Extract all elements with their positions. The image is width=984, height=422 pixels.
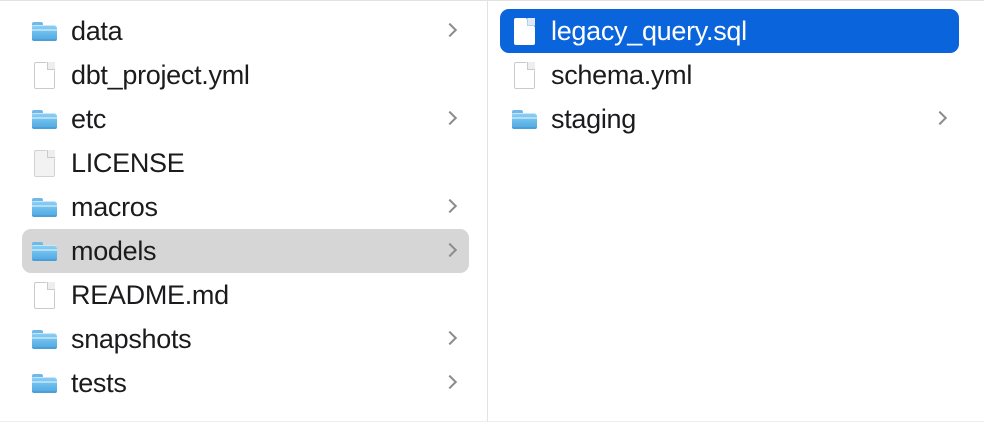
- chevron-right-icon[interactable]: [443, 196, 457, 218]
- row-icon: [31, 280, 58, 310]
- chevron-right-icon[interactable]: [933, 108, 947, 130]
- file-row-license[interactable]: LICENSE: [22, 141, 469, 185]
- file-row-macros[interactable]: macros: [22, 185, 469, 229]
- file-name-label: tests: [71, 368, 127, 398]
- row-icon: [511, 60, 538, 90]
- file-name-label: snapshots: [71, 324, 192, 354]
- row-icon: [31, 324, 58, 354]
- file-name-label: LICENSE: [71, 148, 185, 178]
- file-name-label: data: [71, 16, 123, 46]
- row-icon: [511, 104, 538, 134]
- file-name-label: macros: [71, 192, 158, 222]
- folder-icon: [32, 198, 57, 217]
- folder-icon: [32, 374, 57, 393]
- row-icon: [31, 60, 58, 90]
- chevron-placeholder: [443, 152, 457, 174]
- row-icon: [31, 148, 58, 178]
- file-name-label: staging: [551, 104, 636, 134]
- row-icon: [31, 104, 58, 134]
- file-browser-column-child: legacy_query.sql schema.yml staging: [488, 1, 983, 421]
- file-row-dbt-project-yml[interactable]: dbt_project.yml: [22, 53, 469, 97]
- file-row-readme-md[interactable]: README.md: [22, 273, 469, 317]
- file-row-legacy-query-sql[interactable]: legacy_query.sql: [500, 9, 959, 53]
- row-icon: [31, 236, 58, 266]
- chevron-placeholder: [443, 64, 457, 86]
- file-row-staging[interactable]: staging: [500, 97, 959, 141]
- file-row-models[interactable]: models: [22, 229, 469, 273]
- chevron-right-icon[interactable]: [443, 240, 457, 262]
- row-icon: [31, 192, 58, 222]
- document-icon: [514, 62, 535, 89]
- chevron-right-icon[interactable]: [443, 20, 457, 42]
- folder-icon: [32, 242, 57, 261]
- chevron-right-icon[interactable]: [443, 372, 457, 394]
- document-icon: [514, 18, 535, 45]
- row-icon: [31, 16, 58, 46]
- folder-icon: [512, 110, 537, 129]
- file-row-schema-yml[interactable]: schema.yml: [500, 53, 959, 97]
- file-name-label: models: [71, 236, 157, 266]
- chevron-right-icon[interactable]: [443, 328, 457, 350]
- file-name-label: etc: [71, 104, 107, 134]
- document-icon: [34, 62, 55, 89]
- row-icon: [31, 368, 58, 398]
- file-name-label: dbt_project.yml: [71, 60, 250, 90]
- file-row-etc[interactable]: etc: [22, 97, 469, 141]
- document-plain-icon: [34, 150, 55, 177]
- file-name-label: schema.yml: [551, 60, 693, 90]
- folder-icon: [32, 22, 57, 41]
- folder-icon: [32, 330, 57, 349]
- file-row-data[interactable]: data: [22, 9, 469, 53]
- file-row-tests[interactable]: tests: [22, 361, 469, 405]
- chevron-placeholder: [443, 284, 457, 306]
- file-row-snapshots[interactable]: snapshots: [22, 317, 469, 361]
- row-icon: [511, 16, 538, 46]
- chevron-placeholder: [933, 20, 947, 42]
- chevron-right-icon[interactable]: [443, 108, 457, 130]
- file-name-label: README.md: [71, 280, 229, 310]
- chevron-placeholder: [933, 64, 947, 86]
- document-icon: [34, 282, 55, 309]
- folder-icon: [32, 110, 57, 129]
- file-name-label: legacy_query.sql: [551, 16, 747, 46]
